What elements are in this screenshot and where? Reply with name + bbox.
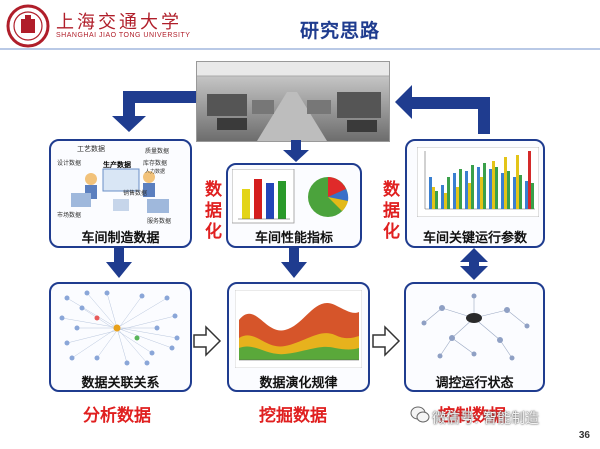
label-sales-data: 销售数据 xyxy=(123,189,147,197)
card-label: 调控运行状态 xyxy=(406,372,543,391)
label-market-data: 市场数据 xyxy=(57,211,81,219)
card-key-parameters: 车间关键运行参数 xyxy=(405,139,545,248)
manufacturing-data-illustration: 工艺数据 设计数据 生产数据 质量数据 库存数据 人力数据 市场数据 销售数据 … xyxy=(51,141,190,225)
label-hr-data: 人力数据 xyxy=(145,168,165,175)
card-data-evolution: 数据演化规律 xyxy=(227,282,370,392)
label-inventory-data: 库存数据 xyxy=(143,159,167,167)
card-manufacturing-data: 工艺数据 设计数据 生产数据 质量数据 库存数据 人力数据 市场数据 销售数据 … xyxy=(49,139,192,248)
action-mine: 挖掘数据 xyxy=(259,401,327,426)
label-design-data: 设计数据 xyxy=(57,159,81,167)
datafy-label-left: 数据化 xyxy=(199,180,221,243)
watermark-text: 微信号: 智能制造 xyxy=(432,408,539,428)
label-production-data: 生产数据 xyxy=(103,160,131,169)
wechat-icon xyxy=(410,406,430,428)
label-process-data: 工艺数据 xyxy=(77,144,105,153)
performance-charts xyxy=(232,169,358,225)
card-label: 车间性能指标 xyxy=(228,227,360,246)
page-number: 36 xyxy=(579,430,590,441)
label-quality-data: 质量数据 xyxy=(145,147,169,155)
parameter-bar-chart xyxy=(417,147,539,217)
stream-graph xyxy=(235,290,362,368)
label-service-data: 服务数据 xyxy=(147,217,171,225)
datafy-text-right: 数据化 xyxy=(377,180,401,243)
datafy-text-left: 数据化 xyxy=(199,180,223,243)
card-label: 数据演化规律 xyxy=(229,372,368,391)
card-data-relations: 数据关联关系 xyxy=(49,282,192,392)
card-control-state: 调控运行状态 xyxy=(404,282,545,392)
card-label: 车间关键运行参数 xyxy=(407,227,543,246)
action-analyze: 分析数据 xyxy=(83,401,151,426)
network-graph xyxy=(57,288,184,366)
card-performance-indicators: 车间性能指标 xyxy=(226,163,362,248)
control-network-graph xyxy=(412,288,539,368)
card-label: 车间制造数据 xyxy=(51,227,190,246)
card-label: 数据关联关系 xyxy=(51,372,190,391)
datafy-label-right: 数据化 xyxy=(377,180,399,243)
